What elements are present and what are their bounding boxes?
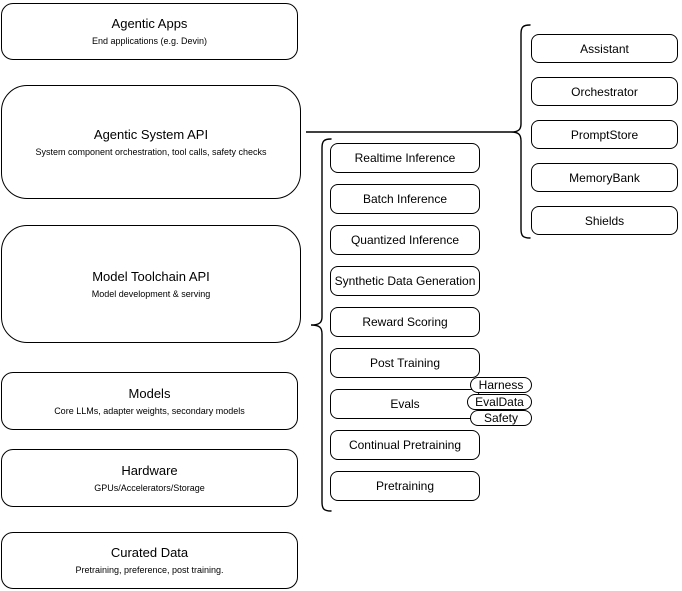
box-post-training: Post Training	[330, 348, 480, 378]
box-realtime-inference: Realtime Inference	[330, 143, 480, 173]
box-subtitle: Core LLMs, adapter weights, secondary mo…	[54, 405, 245, 416]
box-models: Models Core LLMs, adapter weights, secon…	[1, 372, 298, 430]
box-pretraining: Pretraining	[330, 471, 480, 501]
box-reward-scoring: Reward Scoring	[330, 307, 480, 337]
tag-harness: Harness	[470, 377, 532, 393]
tag-evaldata: EvalData	[467, 394, 532, 410]
box-subtitle: Pretraining, preference, post training.	[75, 565, 224, 575]
box-quantized-inference: Quantized Inference	[330, 225, 480, 255]
box-title: Model Toolchain API	[92, 268, 210, 284]
box-title: Models	[128, 385, 171, 401]
box-continual-pretraining: Continual Pretraining	[330, 430, 480, 460]
box-subtitle: GPUs/Accelerators/Storage	[94, 482, 205, 493]
box-curated-data: Curated Data Pretraining, preference, po…	[1, 532, 298, 589]
box-subtitle: System component orchestration, tool cal…	[35, 146, 267, 157]
box-agentic-apps: Agentic Apps End applications (e.g. Devi…	[1, 3, 298, 60]
box-hardware: Hardware GPUs/Accelerators/Storage	[1, 449, 298, 507]
box-orchestrator: Orchestrator	[531, 77, 678, 106]
box-evals: Evals	[330, 389, 480, 419]
box-title: Agentic Apps	[111, 16, 188, 31]
box-model-toolchain-api: Model Toolchain API Model development & …	[1, 225, 301, 343]
box-subtitle: Model development & serving	[91, 288, 211, 299]
box-memorybank: MemoryBank	[531, 163, 678, 192]
box-title: Curated Data	[110, 545, 189, 560]
box-promptstore: PromptStore	[531, 120, 678, 149]
box-batch-inference: Batch Inference	[330, 184, 480, 214]
box-shields: Shields	[531, 206, 678, 235]
box-subtitle: End applications (e.g. Devin)	[91, 36, 208, 46]
box-title: Agentic System API	[93, 126, 209, 142]
box-title: Hardware	[121, 462, 178, 478]
box-assistant: Assistant	[531, 34, 678, 63]
box-synthetic-data-generation: Synthetic Data Generation	[330, 266, 480, 296]
box-agentic-system-api: Agentic System API System component orch…	[1, 85, 301, 199]
right-brace-icon	[510, 24, 531, 239]
middle-brace-icon	[310, 138, 332, 512]
tag-safety: Safety	[470, 410, 532, 426]
